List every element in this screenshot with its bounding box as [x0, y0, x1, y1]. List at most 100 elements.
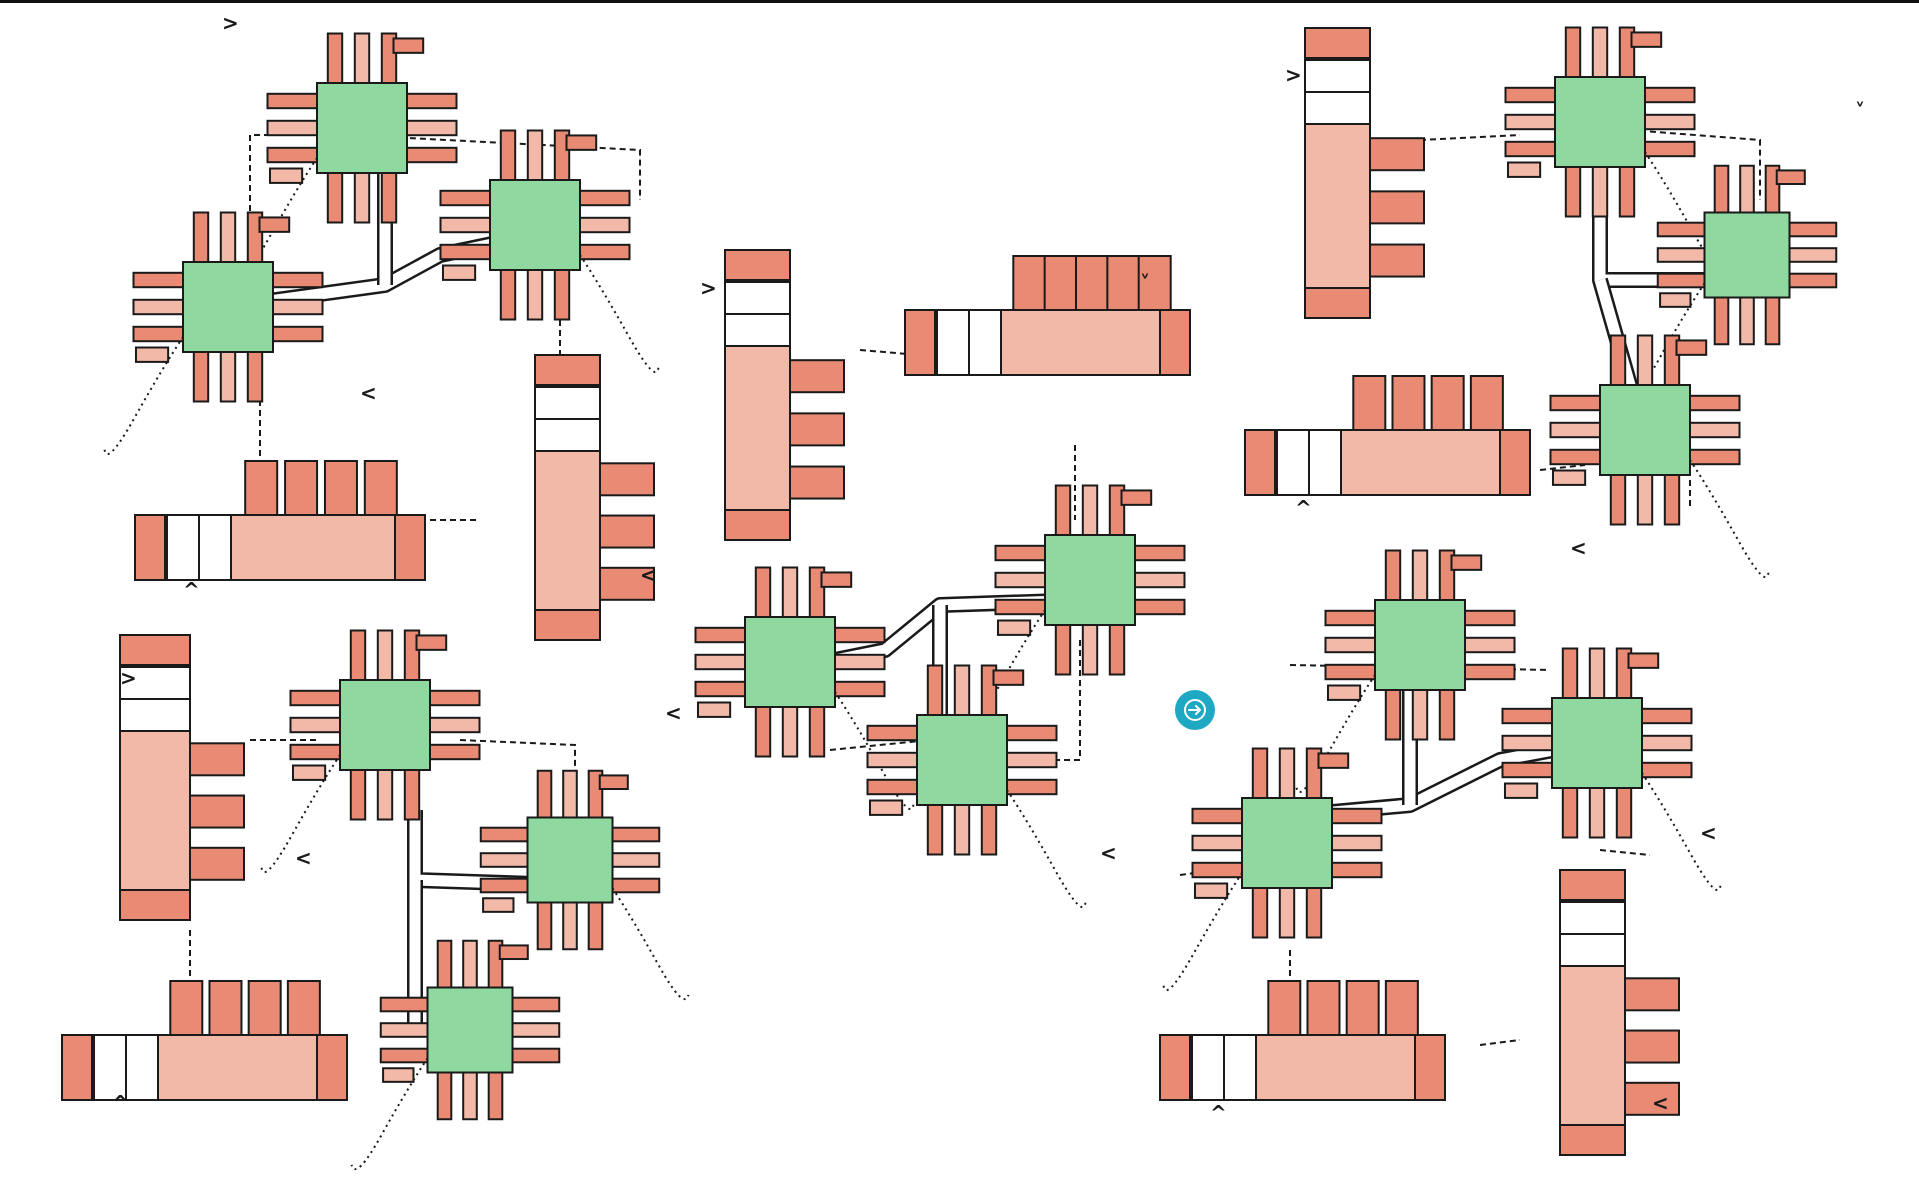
- hub-chip: [965, 484, 1186, 728]
- connector-end: [724, 509, 791, 541]
- dotted-lead: [611, 887, 690, 1001]
- hub-pin: [536, 769, 553, 823]
- connector-slot: [125, 1034, 159, 1101]
- connector-tooth: [1365, 190, 1425, 225]
- connector-bar: [904, 255, 1191, 376]
- hub-pin: [994, 544, 1050, 562]
- connector-slot: [119, 698, 191, 732]
- hub-pin: [1636, 334, 1654, 390]
- connector-tooth: [1620, 1081, 1680, 1116]
- hub-pin: [808, 702, 826, 758]
- next-button[interactable]: [1175, 690, 1215, 730]
- hub-pin: [1191, 834, 1247, 852]
- hub-pin: [289, 716, 345, 734]
- connector-slot: [936, 309, 970, 376]
- hub-pin: [694, 653, 750, 671]
- hub-pin: [1191, 807, 1247, 825]
- hub-pin: [132, 325, 188, 343]
- hub-pin: [1675, 339, 1708, 356]
- chevron-mark: <: [665, 701, 682, 725]
- hub-pin: [1609, 334, 1627, 390]
- connector-end: [1304, 27, 1371, 59]
- connector-tooth: [1391, 375, 1426, 435]
- hub-pin: [1130, 598, 1186, 616]
- connector-end: [61, 1034, 93, 1101]
- hub-pin: [1775, 169, 1806, 186]
- connector-tooth: [1620, 1029, 1680, 1064]
- hub-pin: [1637, 734, 1693, 752]
- connector-tooth: [1352, 375, 1387, 435]
- hub-pin: [268, 298, 324, 316]
- connector-end: [119, 634, 191, 666]
- hub-pin: [575, 216, 631, 234]
- hub-pin: [1551, 469, 1587, 486]
- hub-pin: [1784, 247, 1838, 263]
- connector-tooth: [1043, 255, 1078, 315]
- connector-tooth: [785, 412, 845, 447]
- hub-pin: [134, 346, 170, 363]
- connector-tooth: [1012, 255, 1047, 315]
- connector-tooth: [363, 460, 398, 520]
- connector-end: [1159, 309, 1191, 376]
- hub-pin: [425, 689, 481, 707]
- hub-pin: [1685, 448, 1741, 466]
- connector-tooth: [1620, 977, 1680, 1012]
- connector-end: [904, 309, 936, 376]
- chevron-mark: >: [700, 276, 717, 300]
- hub-pin: [219, 211, 237, 267]
- hub-pin: [349, 765, 367, 821]
- dashed-wire: [1629, 129, 1761, 200]
- hub-pin: [820, 571, 853, 588]
- hub-pin: [1501, 707, 1557, 725]
- connector-slot: [1559, 901, 1626, 935]
- hub-pin: [1193, 882, 1229, 899]
- connector-tooth: [785, 465, 845, 500]
- chevron-mark: <: [1100, 841, 1117, 865]
- hub-pin: [436, 939, 453, 993]
- hub-pin: [1659, 292, 1692, 308]
- hub-pin: [754, 566, 772, 622]
- hub-pin: [1081, 484, 1099, 540]
- hub-pin: [994, 598, 1050, 616]
- dotted-lead: [1162, 872, 1243, 991]
- hub-pin: [1549, 448, 1605, 466]
- hub-pin: [1685, 421, 1741, 439]
- hub-pin: [1640, 140, 1696, 158]
- hub-pin: [268, 271, 324, 289]
- hub-pin: [1656, 221, 1710, 238]
- dashed-wire: [1419, 134, 1521, 141]
- connector-slot: [198, 514, 232, 581]
- hub-pin: [830, 626, 886, 644]
- hub-pin: [1588, 647, 1606, 703]
- hub-pin: [415, 634, 448, 651]
- hub-core: [1241, 797, 1333, 889]
- hub-pin: [1784, 272, 1838, 289]
- hub-pin: [565, 134, 598, 151]
- connector-bar: [119, 634, 245, 921]
- hub-core: [1044, 534, 1136, 626]
- hub-pin: [439, 189, 495, 207]
- chevron-mark: ˅: [1140, 271, 1150, 295]
- chevron-mark: >: [1285, 63, 1302, 87]
- hub-pin: [1460, 609, 1516, 627]
- hub-pin: [482, 897, 515, 913]
- hub-pin: [392, 37, 425, 54]
- hub-pin: [1713, 292, 1730, 346]
- hub-pin: [607, 852, 661, 868]
- connector-bar: [724, 249, 845, 541]
- hub-pin: [289, 743, 345, 761]
- hub-pin: [1506, 161, 1542, 178]
- hub-pin: [1656, 272, 1710, 289]
- hub-pin: [1384, 685, 1402, 741]
- hub-pin: [353, 168, 371, 224]
- chevron-mark: <: [295, 846, 312, 870]
- hub-pin: [439, 243, 495, 261]
- connector-tooth: [185, 742, 245, 777]
- connector-tooth: [208, 980, 243, 1040]
- connector-slot: [968, 309, 1002, 376]
- hub-pin: [1411, 685, 1429, 741]
- connector-end: [724, 249, 791, 281]
- hub-pin: [1501, 761, 1557, 779]
- chevron-mark: ^: [1210, 1101, 1227, 1125]
